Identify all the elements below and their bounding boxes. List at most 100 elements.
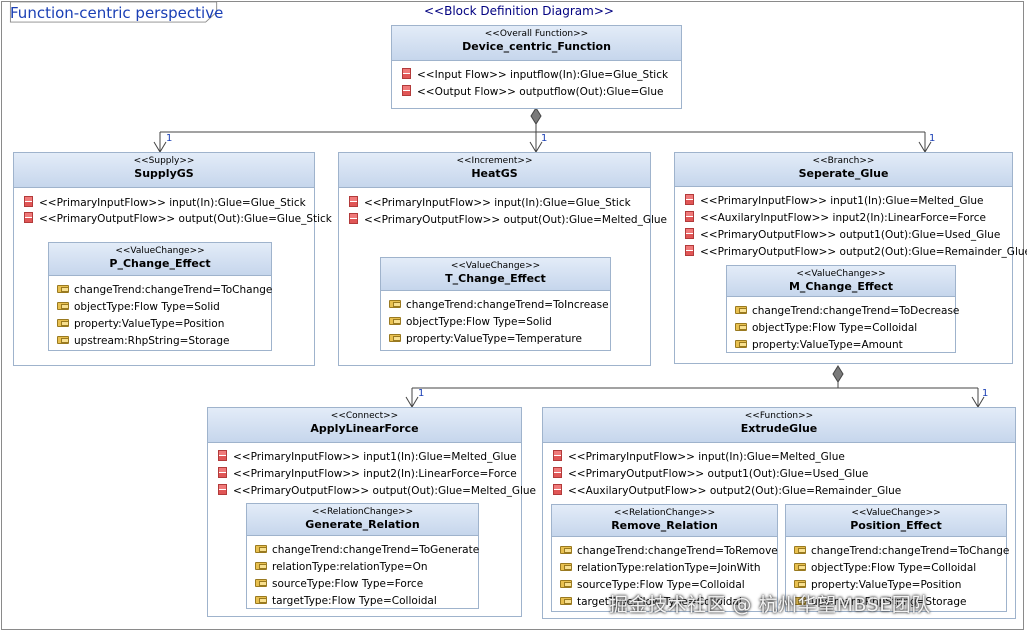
flow-port[interactable]: <<Output Flow>> outputflow(Out):Glue=Glu… [402,85,663,99]
flow-port-icon [24,196,33,207]
part-stereotype: <<ValueChange>> [851,508,941,518]
attribute[interactable]: sourceType:Flow Type=Colloidal [560,578,745,592]
attribute[interactable]: changeTrend:changeTrend=ToChange [794,544,1009,558]
attribute-icon [57,318,71,328]
attribute[interactable]: sourceType:Flow Type=Force [255,577,423,591]
part-remove-relation[interactable]: <<RelationChange>> Remove_Relation chang… [551,504,778,612]
multiplicity-supply: 1 [166,133,173,144]
part-stereotype: <<ValueChange>> [115,246,205,256]
part-generate-relation[interactable]: <<RelationChange>> Generate_Relation cha… [246,503,479,609]
flow-port[interactable]: <<PrimaryInputFlow>> input(In):Glue=Glue… [24,196,306,210]
attribute-icon [794,562,808,572]
block-apply-linear-force[interactable]: <<Connect>> ApplyLinearForce <<PrimaryIn… [207,407,536,617]
block-stereotype: <<Supply>> [133,156,195,166]
attribute-icon [57,301,71,311]
attribute-icon [57,284,71,294]
part-position-effect[interactable]: <<ValueChange>> Position_Effect changeTr… [785,504,1009,612]
flow-port-icon [349,213,358,224]
flow-port[interactable]: <<AuxilaryOutputFlow>> output2(Out):Glue… [553,484,901,498]
flow-port[interactable]: <<PrimaryOutputFlow>> output2(Out):Glue=… [685,245,1027,259]
attribute-icon [735,322,749,332]
attribute-icon [560,596,574,606]
part-name: P_Change_Effect [109,257,211,270]
attribute-icon [389,299,403,309]
attribute[interactable]: property:ValueType=Position [794,578,961,592]
part-stereotype: <<RelationChange>> [613,508,716,518]
block-device-centric-function[interactable]: <<Overall Function>> Device_centric_Func… [391,25,682,109]
block-stereotype: <<Increment>> [456,156,533,166]
flow-port-icon [218,467,227,478]
flow-port[interactable]: <<PrimaryInputFlow>> input(In):Glue=Glue… [349,196,631,210]
attribute[interactable]: objectType:Flow Type=Colloidal [735,321,917,335]
attribute-icon [794,579,808,589]
attribute[interactable]: upstream:RhpString=Storage [57,334,230,348]
attribute-icon [255,578,269,588]
part-p-change-effect[interactable]: <<ValueChange>> P_Change_Effect changeTr… [48,242,272,351]
block-name: SupplyGS [134,167,194,180]
block-name: Device_centric_Function [462,40,611,53]
flow-port[interactable]: <<PrimaryInputFlow>> input1(In):Glue=Mel… [685,194,984,208]
flow-port-icon [218,484,227,495]
watermark: 掘金技术社区 @ 杭州华望MBSE团队 [609,594,931,616]
flow-port[interactable]: <<PrimaryOutputFlow>> output(Out):Glue=M… [218,484,536,498]
flow-port-icon [685,245,694,256]
attribute-icon [794,545,808,555]
attribute[interactable]: property:ValueType=Position [57,317,224,331]
attribute[interactable]: changeTrend:changeTrend=ToIncrease [389,298,609,312]
attribute-icon [735,339,749,349]
flow-port[interactable]: <<PrimaryOutputFlow>> output1(Out):Glue=… [685,228,1000,242]
multiplicity-extrude: 1 [982,388,989,399]
attribute[interactable]: relationType:relationType=JoinWith [560,561,761,575]
attribute[interactable]: relationType:relationType=On [255,560,428,574]
attribute[interactable]: targetType:Flow Type=Colloidal [255,594,437,608]
flow-port[interactable]: <<PrimaryInputFlow>> input1(In):Glue=Mel… [218,450,517,464]
attribute[interactable]: upstream:RhpString=Storage [794,595,967,609]
flow-port-icon [218,450,227,461]
part-m-change-effect[interactable]: <<ValueChange>> M_Change_Effect changeTr… [726,265,959,353]
attribute-icon [560,545,574,555]
flow-port-icon [553,450,562,461]
flow-port[interactable]: <<AuxilaryInputFlow>> input2(In):LinearF… [685,211,986,225]
part-name: M_Change_Effect [788,280,894,293]
part-name: Position_Effect [850,519,942,532]
block-stereotype: <<Connect>> [330,411,399,421]
flow-port[interactable]: <<PrimaryInputFlow>> input2(In):LinearFo… [218,467,517,481]
part-name: T_Change_Effect [445,272,546,285]
diagram-tab [9,1,218,23]
flow-port[interactable]: <<Input Flow>> inputflow(In):Glue=Glue_S… [402,68,668,82]
attribute[interactable]: changeTrend:changeTrend=ToGenerate [255,543,479,557]
flow-port-icon [685,228,694,239]
flow-port-icon [402,68,411,79]
flow-port-icon [553,467,562,478]
attribute[interactable]: objectType:Flow Type=Solid [57,300,220,314]
attribute[interactable]: property:ValueType=Amount [735,338,903,352]
flow-port-icon [24,212,33,223]
part-name: Remove_Relation [611,519,718,532]
flow-port[interactable]: <<PrimaryOutputFlow>> output1(Out):Glue=… [553,467,868,481]
block-heat-gs[interactable]: <<Increment>> HeatGS <<PrimaryInputFlow>… [338,152,667,366]
attribute-icon [794,596,808,606]
attribute[interactable]: targetType:Flow Type=Colloidal [560,595,742,609]
block-stereotype: <<Overall Function>> [484,29,589,39]
attribute[interactable]: property:ValueType=Temperature [389,332,582,346]
attribute[interactable]: changeTrend:changeTrend=ToChange [57,283,272,297]
flow-port[interactable]: <<PrimaryInputFlow>> input(In):Glue=Melt… [553,450,845,464]
block-seperate-glue[interactable]: <<Branch>> Seperate_Glue <<PrimaryInputF… [674,152,1027,364]
part-stereotype: <<ValueChange>> [796,269,886,279]
flow-port-icon [553,484,562,495]
diagram-title: Function-centric perspective [10,4,224,22]
attribute[interactable]: objectType:Flow Type=Solid [389,315,552,329]
flow-port-icon [685,194,694,205]
flow-port[interactable]: <<PrimaryOutputFlow>> output(Out):Glue=M… [349,213,667,227]
attribute-icon [735,305,749,315]
attribute-icon [255,561,269,571]
part-stereotype: <<ValueChange>> [450,261,541,271]
attribute[interactable]: changeTrend:changeTrend=ToRemove [560,544,778,558]
block-supply-gs[interactable]: <<Supply>> SupplyGS <<PrimaryInputFlow>>… [13,152,332,366]
flow-port[interactable]: <<PrimaryOutputFlow>> output(Out):Glue=G… [24,212,332,226]
block-extrude-glue[interactable]: <<Function>> ExtrudeGlue <<PrimaryInputF… [542,407,1016,619]
part-t-change-effect[interactable]: <<ValueChange>> T_Change_Effect changeTr… [380,257,611,351]
attribute[interactable]: changeTrend:changeTrend=ToDecrease [735,304,959,318]
attribute[interactable]: objectType:Flow Type=Colloidal [794,561,976,575]
block-name: ApplyLinearForce [310,422,419,435]
